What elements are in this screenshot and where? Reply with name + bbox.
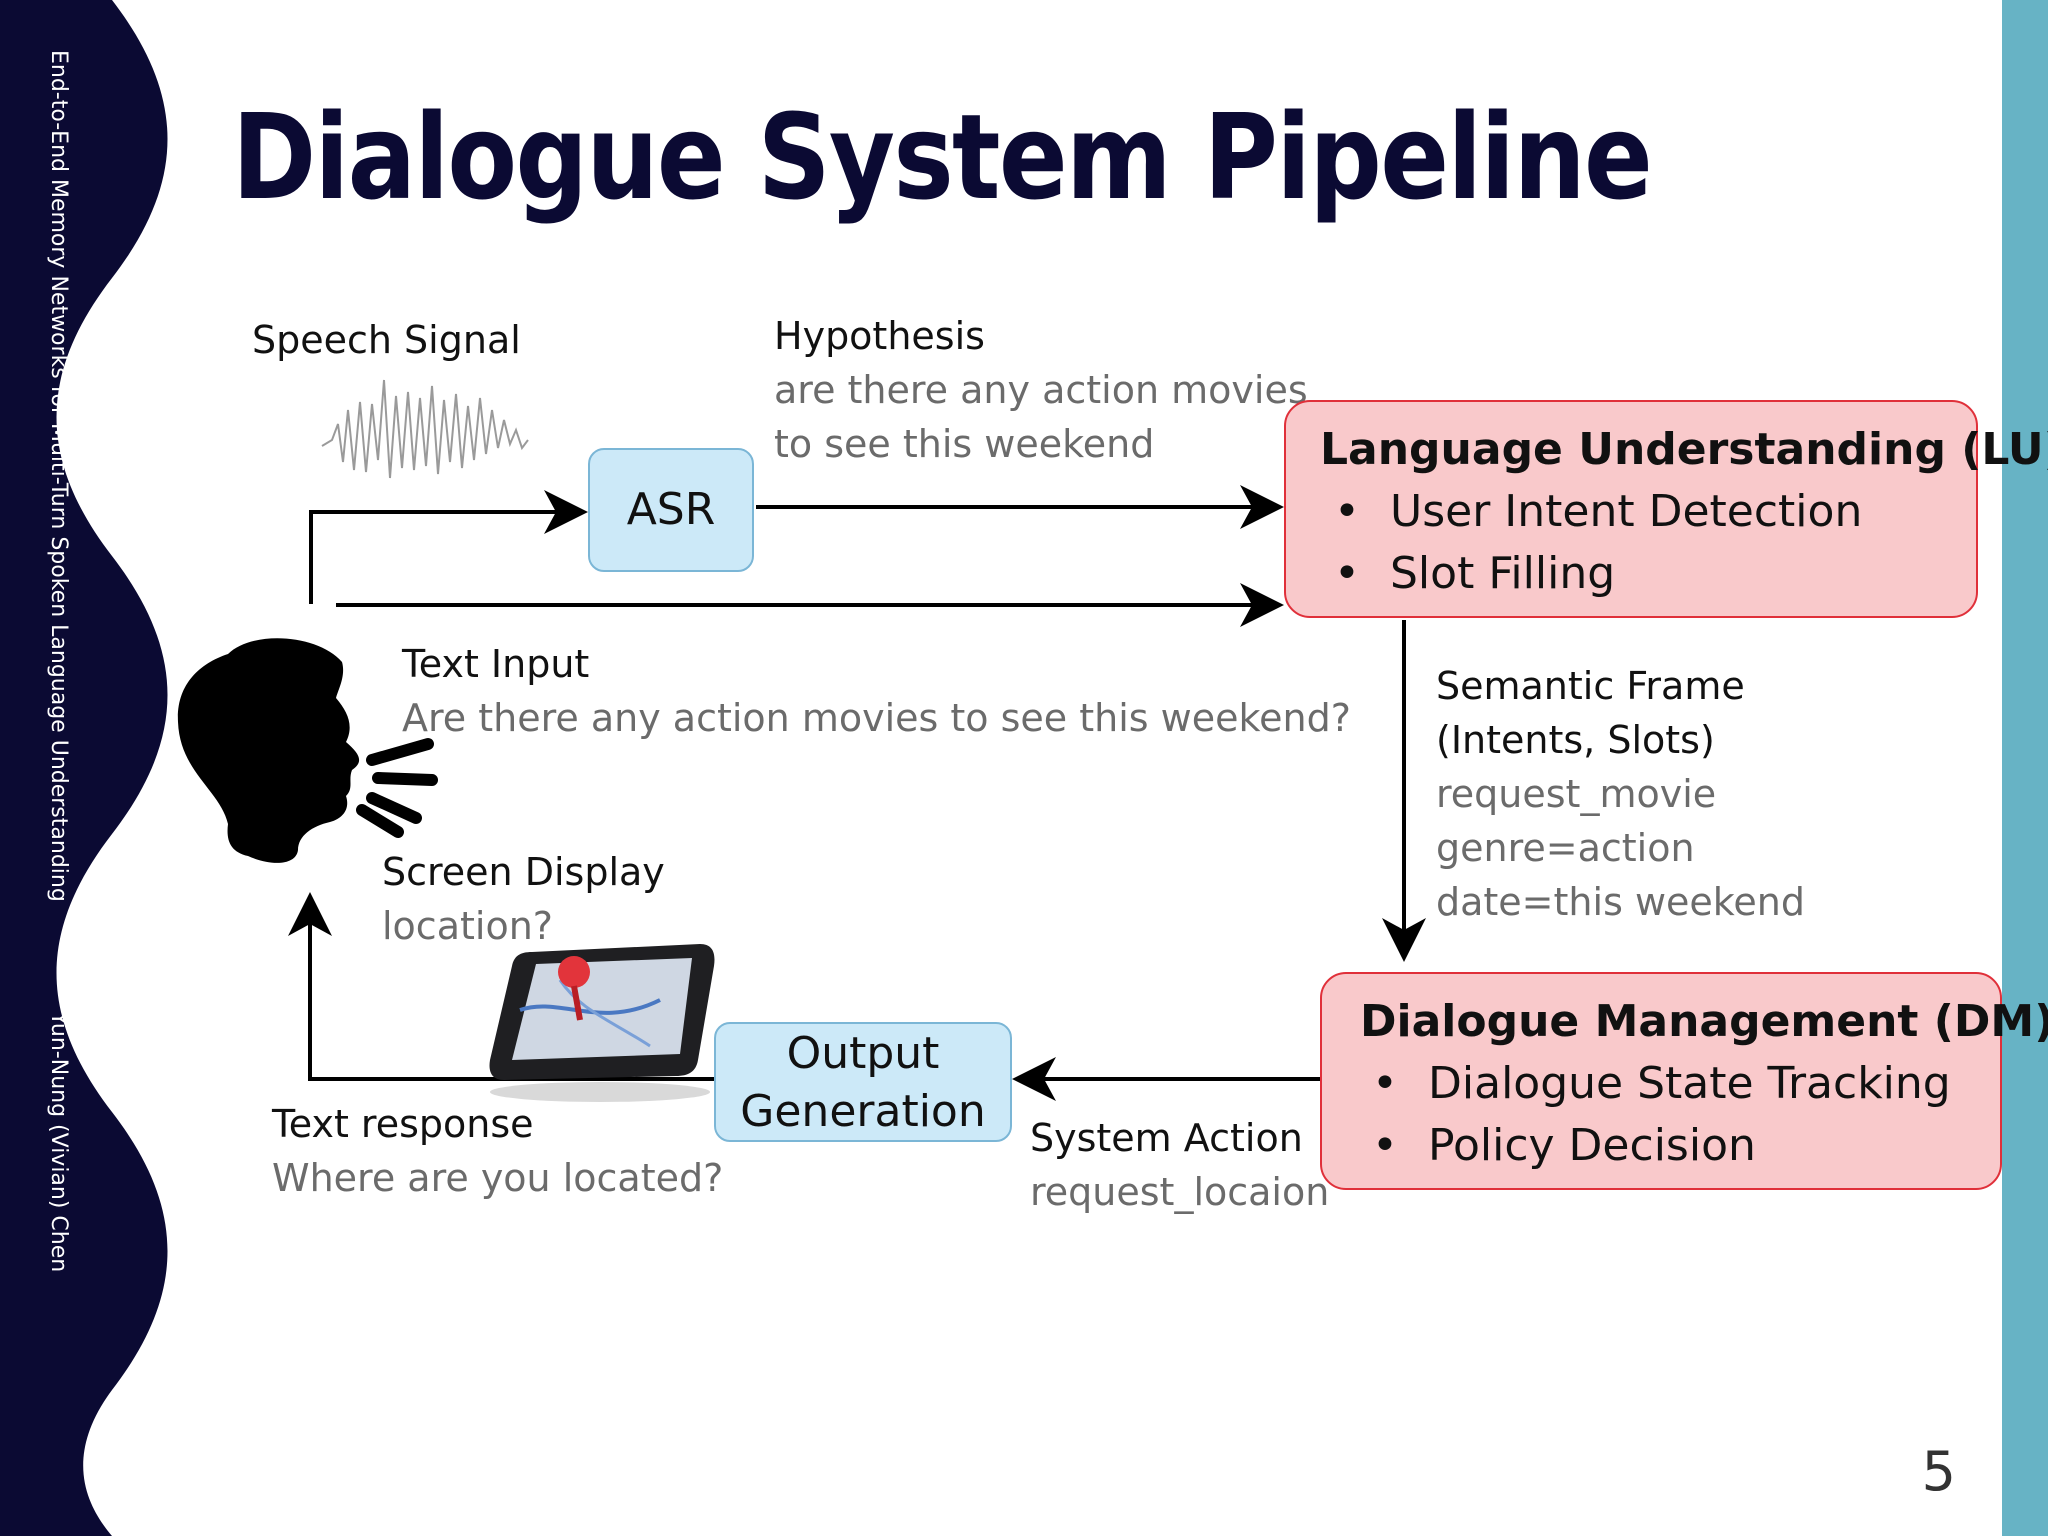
dm-item-text: Dialogue State Tracking — [1428, 1058, 1951, 1109]
bullet: • — [1372, 1058, 1398, 1109]
lu-item-text: Slot Filling — [1390, 548, 1616, 599]
lu-item-intent: • User Intent Detection — [1334, 486, 1862, 537]
arrow-speech-to-asr — [309, 510, 568, 604]
lu-box: Language Understanding (LU) • User Intent… — [1284, 400, 2048, 618]
hypothesis-line-2: to see this weekend — [774, 422, 1155, 466]
dm-box: Dialogue Management (DM) • Dialogue State… — [1320, 972, 2048, 1190]
arrowhead-lu-bottom — [1240, 583, 1284, 627]
right-accent-strip — [2002, 0, 2048, 1536]
text-input-label: Text Input — [402, 642, 590, 686]
hypothesis-line-1: are there any action movies — [774, 368, 1308, 412]
left-wavy-sidebar — [0, 0, 168, 1536]
semantic-frame-sublabel: (Intents, Slots) — [1436, 718, 1715, 762]
speech-signal-label: Speech Signal — [252, 318, 521, 362]
semantic-frame-date: date=this weekend — [1436, 880, 1806, 924]
arrowhead-lu-top — [1240, 485, 1284, 529]
waveform-icon — [321, 379, 529, 479]
lu-title: Language Understanding (LU) — [1320, 424, 2048, 475]
arrowhead-asr — [544, 490, 588, 534]
phone-map-icon — [489, 944, 715, 1102]
lu-item-text: User Intent Detection — [1390, 486, 1863, 537]
bullet: • — [1334, 486, 1360, 537]
semantic-frame-genre: genre=action — [1436, 826, 1695, 870]
text-input-value: Are there any action movies to see this … — [402, 696, 1351, 740]
screen-display-label: Screen Display — [382, 850, 665, 894]
dm-item-state-tracking: • Dialogue State Tracking — [1372, 1058, 1951, 1109]
dm-item-policy: • Policy Decision — [1372, 1120, 1756, 1171]
arrowhead-output — [1012, 1057, 1056, 1101]
speaking-head-icon — [177, 638, 438, 863]
asr-label: ASR — [626, 484, 716, 535]
bullet: • — [1372, 1120, 1398, 1171]
page-number: 5 — [1921, 1440, 1956, 1503]
text-response-label: Text response — [272, 1102, 534, 1146]
semantic-frame-label: Semantic Frame — [1436, 664, 1745, 708]
system-action-label: System Action — [1030, 1116, 1303, 1160]
sidebar-paper-title: End-to-End Memory Networks for Multi-Tur… — [46, 50, 71, 902]
arrowhead-user — [288, 892, 332, 936]
system-action-value: request_locaion — [1030, 1170, 1330, 1214]
sidebar-author: Yun-Nung (Vivian) Chen — [46, 1012, 71, 1273]
arrowhead-dm — [1382, 918, 1426, 962]
page-title: Dialogue System Pipeline — [232, 88, 1653, 226]
screen-display-value: location? — [382, 904, 553, 948]
dm-title: Dialogue Management (DM) — [1360, 996, 2048, 1047]
dm-item-text: Policy Decision — [1428, 1120, 1756, 1171]
semantic-frame-intent: request_movie — [1436, 772, 1717, 816]
lu-item-slot: • Slot Filling — [1334, 548, 1615, 599]
bullet: • — [1334, 548, 1360, 599]
output-generation-line-1: Output — [786, 1028, 940, 1079]
hypothesis-label: Hypothesis — [774, 314, 985, 358]
text-response-value: Where are you located? — [272, 1156, 724, 1200]
output-generation-box: Output Generation — [714, 1022, 1012, 1142]
output-generation-line-2: Generation — [740, 1086, 986, 1137]
asr-box: ASR — [588, 448, 754, 572]
arrow-output-to-user — [308, 910, 714, 1081]
